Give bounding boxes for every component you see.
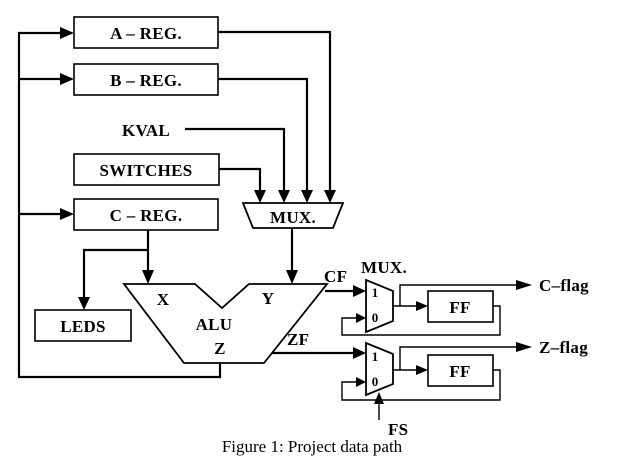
- c-flag-mux-input-1: 1: [372, 285, 379, 300]
- arrow-ff2-into-mux: [356, 377, 366, 387]
- figure-caption: Figure 1: Project data path: [222, 437, 403, 456]
- arrow-switches-into-mux: [254, 190, 266, 203]
- z-flag-mux: 1 0: [365, 341, 394, 397]
- alu-y-label: Y: [262, 289, 275, 308]
- feedback-bus-wire: [17, 31, 222, 379]
- a-register: A – REG.: [73, 16, 219, 49]
- main-mux-label: MUX.: [270, 208, 316, 227]
- c-flag-flip-flop: FF: [427, 290, 494, 323]
- c-flag-ff-label: FF: [449, 298, 470, 317]
- a-reg-to-mux-wire: [218, 30, 332, 192]
- arrow-into-a-reg: [60, 27, 74, 39]
- z-flag-mux-input-0: 0: [372, 374, 379, 389]
- cf-label: CF: [324, 267, 347, 286]
- main-mux: MUX.: [241, 202, 345, 229]
- zf-label: ZF: [287, 330, 309, 349]
- kval-label: KVAL: [122, 121, 170, 140]
- c-flag-mux-input-0: 0: [372, 310, 379, 325]
- z-flag-out-wire: [399, 346, 518, 370]
- arrow-ff1-into-mux: [356, 313, 366, 323]
- fs-label: FS: [388, 420, 408, 439]
- arrow-z-flag-out: [516, 342, 532, 352]
- c-reg-to-leds-wire: [82, 248, 148, 300]
- ff2-feedback-wire: [341, 369, 501, 401]
- b-register-label: B – REG.: [110, 71, 182, 90]
- z-flag-ff-label: FF: [449, 362, 470, 381]
- alu-x-label: X: [157, 290, 170, 309]
- arrow-fs-into-mux: [374, 392, 384, 404]
- arrow-cf-into-mux: [353, 285, 366, 297]
- arrow-into-leds: [78, 297, 90, 310]
- c-flag-mux: 1 0: [365, 278, 394, 334]
- c-register: C – REG.: [73, 198, 219, 231]
- z-flag-label: Z–flag: [539, 338, 588, 357]
- ff1-feedback-wire: [341, 305, 501, 336]
- a-register-label: A – REG.: [110, 24, 182, 43]
- c-register-label: C – REG.: [110, 206, 183, 225]
- arrow-into-ff2: [416, 365, 428, 375]
- c-flag-label: C–flag: [539, 276, 589, 295]
- b-reg-to-mux-wire: [218, 77, 309, 192]
- arrow-into-ff1: [416, 301, 428, 311]
- arrow-into-b-reg: [60, 73, 74, 85]
- alu-name-label: ALU: [196, 315, 233, 334]
- z-flag-mux-input-1: 1: [372, 349, 379, 364]
- arrow-into-alu-x: [142, 270, 154, 284]
- leds-box: LEDS: [34, 309, 132, 342]
- arrow-zf-into-mux: [353, 347, 366, 359]
- alu: X Y ALU Z: [122, 283, 329, 364]
- flag-mux-label: MUX.: [361, 258, 407, 277]
- arrow-into-alu-y: [286, 270, 298, 284]
- switches-box: SWITCHES: [73, 153, 220, 186]
- leds-label: LEDS: [60, 317, 106, 336]
- alu-z-label: Z: [214, 339, 226, 358]
- z-flag-flip-flop: FF: [427, 354, 494, 387]
- kval-to-mux-wire: [185, 127, 286, 192]
- arrow-b-into-mux: [301, 190, 313, 203]
- arrow-kval-into-mux: [278, 190, 290, 203]
- arrow-a-into-mux: [324, 190, 336, 203]
- switches-label: SWITCHES: [99, 161, 192, 180]
- c-flag-out-wire: [399, 284, 518, 306]
- b-register: B – REG.: [73, 63, 219, 96]
- arrow-c-flag-out: [516, 280, 532, 290]
- switches-to-mux-wire: [219, 167, 262, 192]
- arrow-into-c-reg: [60, 208, 74, 220]
